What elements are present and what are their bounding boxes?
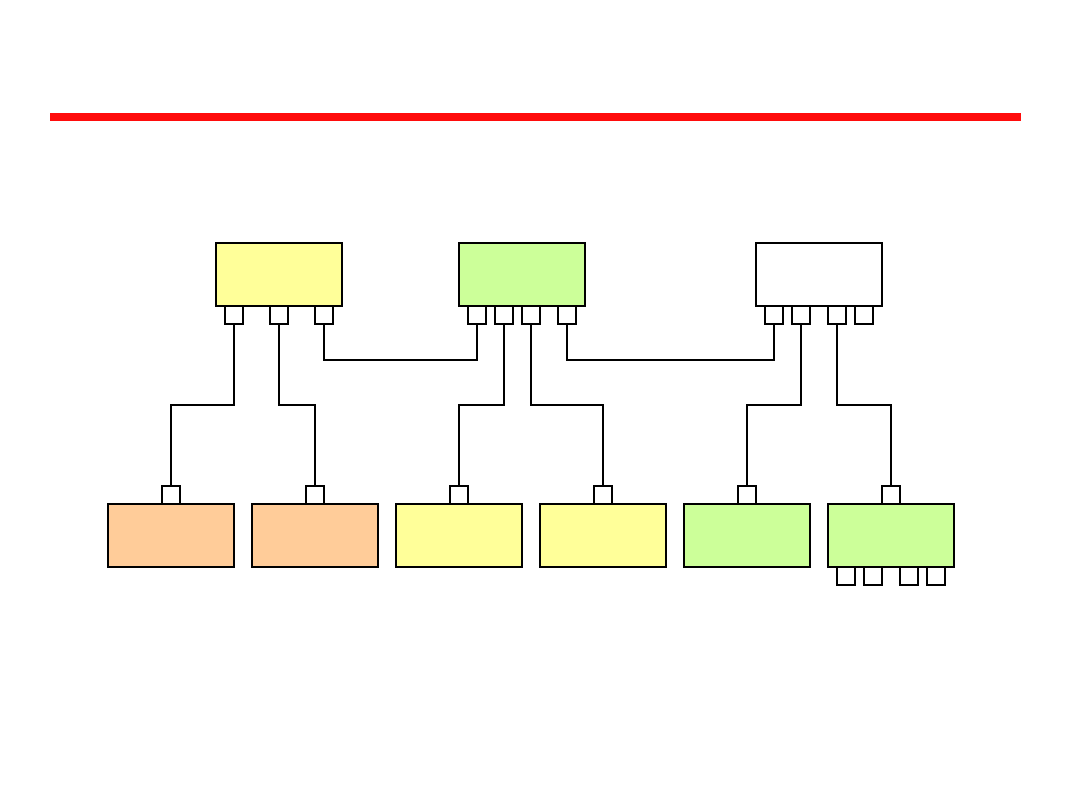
connector-top-left-to-bottom-1 <box>170 324 235 486</box>
port <box>521 305 541 325</box>
connector-top-center-to-bottom-4 <box>530 324 604 486</box>
port <box>224 305 244 325</box>
node-bottom-3 <box>395 503 523 568</box>
port <box>161 485 181 505</box>
port <box>863 566 883 586</box>
title-rule <box>50 113 1021 121</box>
port <box>926 566 946 586</box>
node-top-left <box>215 242 343 307</box>
port <box>791 305 811 325</box>
ports <box>161 305 946 586</box>
connector-top-center-to-top-right <box>566 324 775 361</box>
connector-top-left-to-top-center <box>323 324 478 361</box>
port <box>269 305 289 325</box>
node-bottom-2 <box>251 503 379 568</box>
port <box>494 305 514 325</box>
port <box>593 485 613 505</box>
port <box>314 305 334 325</box>
port <box>881 485 901 505</box>
node-bottom-6 <box>827 503 955 568</box>
connector-lines <box>170 324 892 486</box>
port <box>449 485 469 505</box>
connector-top-left-to-bottom-2 <box>278 324 316 486</box>
connector-top-right-to-bottom-6 <box>836 324 892 486</box>
node-bottom-5 <box>683 503 811 568</box>
node-bottom-4 <box>539 503 667 568</box>
port <box>836 566 856 586</box>
port <box>764 305 784 325</box>
node-bottom-1 <box>107 503 235 568</box>
node-top-center <box>458 242 586 307</box>
connector-top-center-to-bottom-3 <box>458 324 505 486</box>
port <box>827 305 847 325</box>
port <box>854 305 874 325</box>
port <box>737 485 757 505</box>
port <box>305 485 325 505</box>
node-top-right <box>755 242 883 307</box>
port <box>557 305 577 325</box>
connector-top-right-to-bottom-5 <box>746 324 802 486</box>
port <box>899 566 919 586</box>
port <box>467 305 487 325</box>
